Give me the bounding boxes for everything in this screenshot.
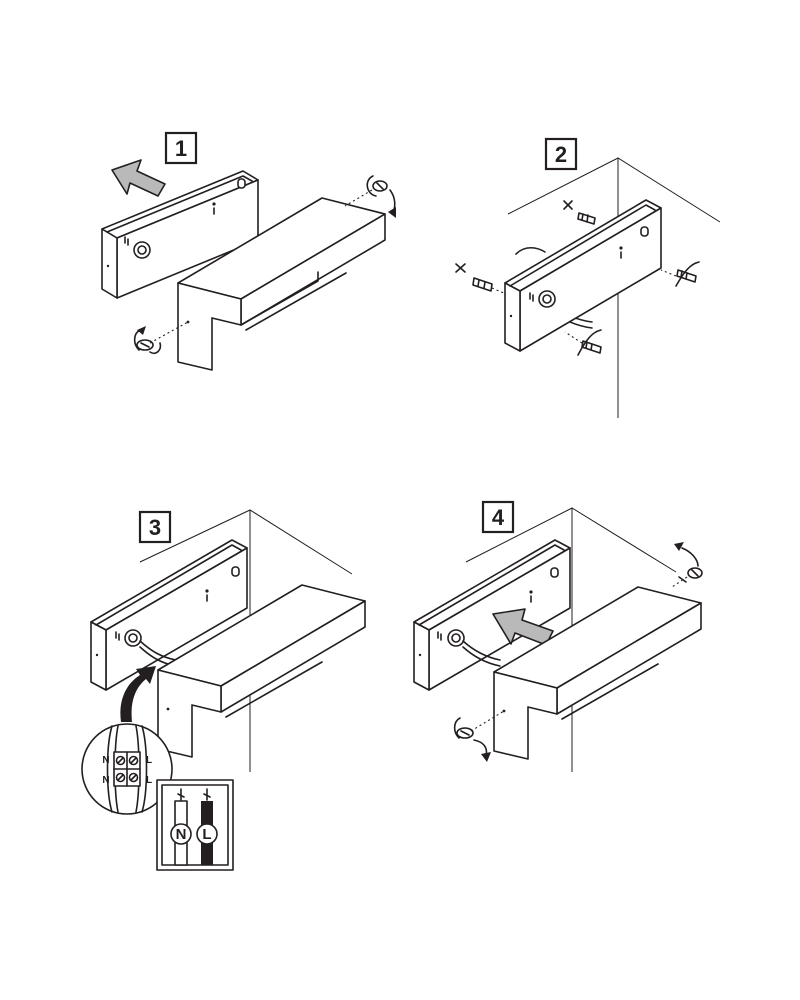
cable-entry-icon xyxy=(447,629,465,647)
connect-arrow xyxy=(120,666,156,722)
screw-1-left xyxy=(133,321,189,355)
screw-2-bottom xyxy=(564,329,602,356)
step-1-number: 1 xyxy=(175,136,187,161)
cable-entry-icon xyxy=(538,290,556,308)
rotate-arrow-icon xyxy=(453,717,461,739)
step-2-number: 2 xyxy=(555,142,567,167)
cable-entry-icon xyxy=(133,241,151,259)
wire-legend: N L xyxy=(156,779,234,871)
slot-icon xyxy=(231,566,240,577)
step-2-panel: 2 xyxy=(455,137,721,418)
terminal-label-n-bottom: N xyxy=(102,775,109,786)
screw-2-right xyxy=(660,261,700,287)
mounting-base xyxy=(90,539,248,691)
lamp-body xyxy=(157,584,366,758)
step-3-number: 3 xyxy=(149,515,161,540)
rotate-arrow-icon xyxy=(681,547,699,567)
rotate-arrow-icon xyxy=(366,175,377,197)
wall-plug-top xyxy=(563,200,596,225)
supply-cable xyxy=(139,640,177,661)
live-wire-label: L xyxy=(202,826,211,843)
screw-4-right xyxy=(671,542,703,588)
mounting-base xyxy=(101,170,259,299)
wall-plug-left xyxy=(455,263,507,295)
supply-cable xyxy=(515,246,546,255)
lamp-body xyxy=(177,197,386,371)
mounting-base xyxy=(504,199,662,352)
cable-entry-icon xyxy=(124,629,142,647)
screw-4-left xyxy=(453,710,505,762)
lamp-body xyxy=(493,586,702,760)
slot-icon xyxy=(550,567,559,578)
supply-cable xyxy=(462,640,501,661)
attach-arrow xyxy=(492,608,554,646)
terminal-block xyxy=(113,751,141,787)
step-1-badge: 1 xyxy=(164,131,198,165)
screwdriver-icon xyxy=(675,261,700,287)
screwdriver-icon xyxy=(577,329,602,356)
remove-arrow xyxy=(111,159,166,197)
screw-1-right xyxy=(344,175,396,218)
step-3-badge: 3 xyxy=(138,510,172,544)
step-4-panel: 4 xyxy=(413,500,703,772)
terminal-magnifier: N L N L xyxy=(81,723,173,815)
terminal-label-l-bottom: L xyxy=(146,775,152,786)
terminal-label-l-top: L xyxy=(146,755,152,766)
neutral-wire-label: N xyxy=(176,826,187,843)
step-4-badge: 4 xyxy=(481,500,515,534)
neutral-badge xyxy=(170,823,192,845)
step-3-panel: 3 xyxy=(81,509,366,871)
live-badge xyxy=(196,823,218,845)
slot-icon xyxy=(640,226,649,237)
terminal-label-n-top: N xyxy=(102,755,109,766)
step-1-panel: 1 xyxy=(101,131,396,371)
step-4-number: 4 xyxy=(492,505,505,530)
slot-icon xyxy=(237,178,246,189)
step-2-badge: 2 xyxy=(544,137,578,171)
